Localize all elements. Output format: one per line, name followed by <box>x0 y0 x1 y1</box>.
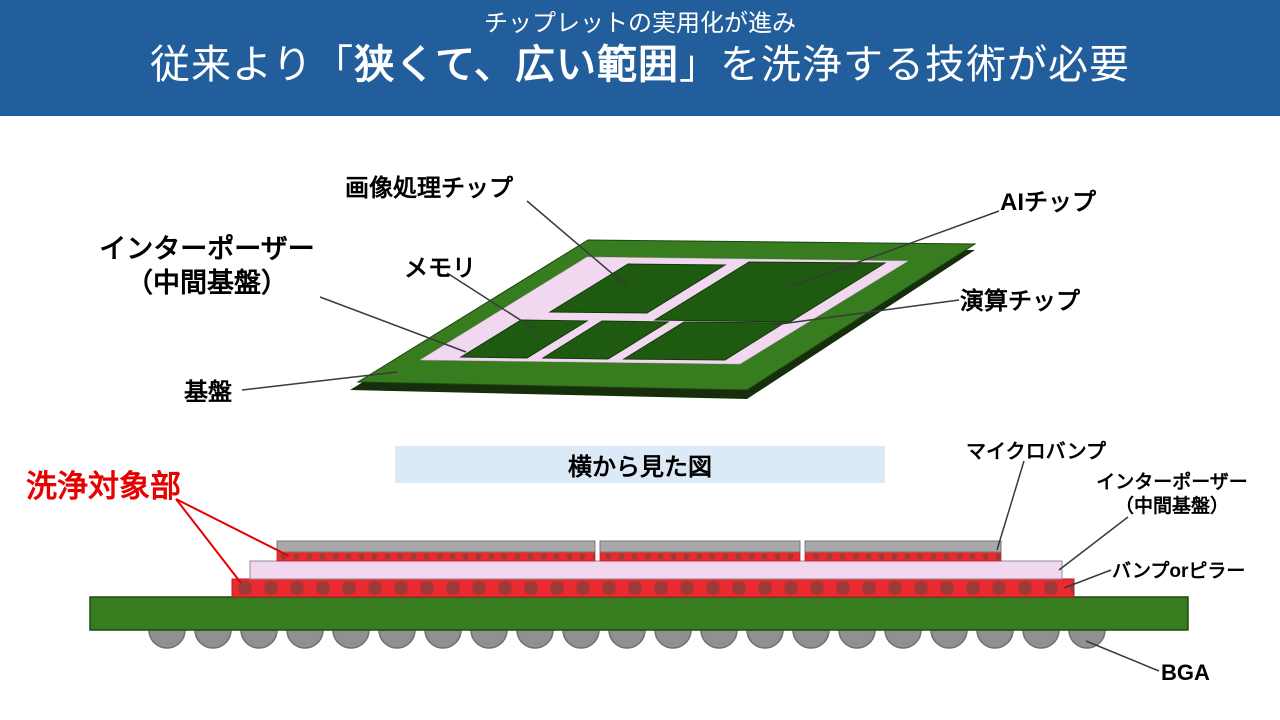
label-interposer-top: インターポーザー （中間基盤） <box>78 233 336 301</box>
label-memory: メモリ <box>404 255 476 282</box>
side-view-die-3 <box>804 540 1002 553</box>
label-bga: BGA <box>1161 660 1210 685</box>
side-view-diagram <box>89 460 1189 672</box>
bump-pillar-layer <box>231 578 1075 598</box>
image-processing-chip <box>548 263 727 314</box>
interposer-leader-line <box>319 296 467 353</box>
label-interposer-side-line1: インターポーザー <box>1096 472 1248 493</box>
micro-bump-strip-3 <box>804 551 1002 562</box>
label-compute-chip: 演算チップ <box>960 288 1080 315</box>
label-interposer-top-line2: （中間基盤） <box>126 267 288 298</box>
label-image-processing-chip: 画像処理チップ <box>345 175 513 202</box>
memory-chip-1 <box>459 319 589 359</box>
bga-leader-line <box>1085 640 1160 672</box>
label-interposer-side-line2: （中間基盤） <box>1114 495 1229 517</box>
header-title-emphasis: 狭くて、広い範囲 <box>354 43 679 87</box>
substrate-leader-line <box>241 371 398 391</box>
chiplet-3d-diagram <box>241 200 1000 399</box>
label-interposer-side: インターポーザー （中間基盤） <box>1084 471 1260 519</box>
label-substrate: 基盤 <box>184 379 232 406</box>
side-view-caption: 横から見た図 <box>568 454 712 481</box>
side-view-interposer <box>249 560 1063 580</box>
micro-bump-strip-2 <box>599 551 801 562</box>
side-view-caption-box: 横から見た図 <box>395 446 885 483</box>
header-banner: チップレットの実用化が進み 従来より「狭くて、広い範囲」を洗浄する技術が必要 <box>0 0 1280 116</box>
label-micro-bump: マイクロバンプ <box>966 441 1106 463</box>
cleaning-target-leader-line-2 <box>175 498 290 557</box>
compute-chip-leader-line <box>772 299 960 326</box>
label-bump-or-pillar: バンプorピラー <box>1112 561 1246 582</box>
micro-bump-leader-line <box>996 460 1025 551</box>
side-view-die-1 <box>276 540 596 553</box>
header-title-suffix: 」を洗浄する技術が必要 <box>679 43 1130 87</box>
label-interposer-top-line1: インターポーザー <box>99 234 315 264</box>
side-view-die-2 <box>599 540 801 553</box>
memory-leader-line <box>446 272 537 331</box>
header-title-prefix: 従来より「 <box>149 43 355 87</box>
header-title: 従来より「狭くて、広い範囲」を洗浄する技術が必要 <box>0 41 1280 89</box>
ai-chip-leader-line <box>789 210 1000 288</box>
image-chip-leader-line <box>526 200 629 288</box>
compute-chip <box>622 321 786 361</box>
memory-chip-2 <box>541 320 670 360</box>
interposer-side-leader-line <box>1058 516 1129 571</box>
label-ai-chip: AIチップ <box>1000 189 1096 216</box>
side-view-substrate <box>89 596 1189 631</box>
bump-pillar-leader-line <box>1063 569 1112 589</box>
label-cleaning-target: 洗浄対象部 <box>26 469 181 504</box>
cleaning-target-leader-line-1 <box>175 498 242 584</box>
micro-bump-strip-1 <box>276 551 596 562</box>
header-subtitle: チップレットの実用化が進み <box>484 10 796 37</box>
